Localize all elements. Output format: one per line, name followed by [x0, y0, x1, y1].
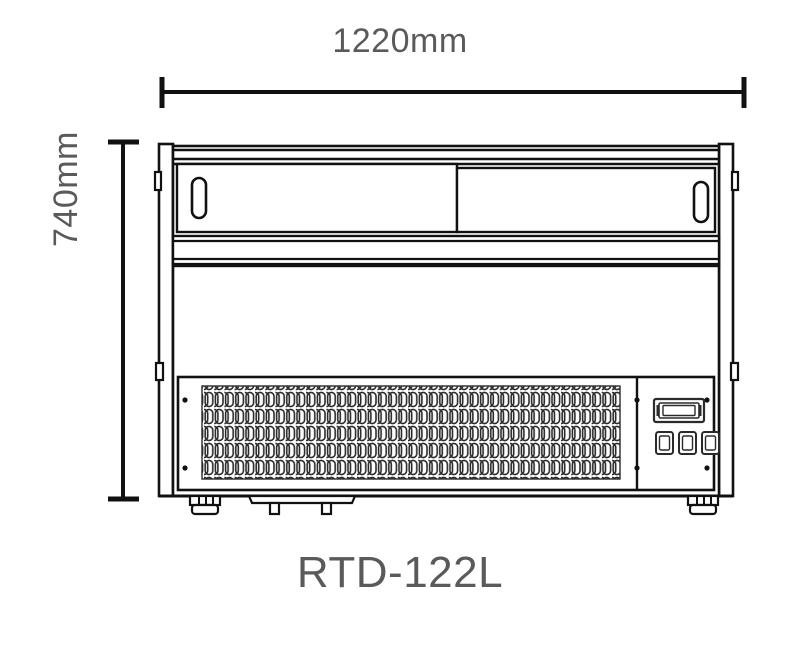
sliding-glass-section [175, 162, 717, 234]
width-dimension-label: 1220mm [332, 22, 468, 60]
glass-handle-right-icon[interactable] [692, 180, 710, 224]
width-dimension-line [159, 77, 747, 108]
sliding-glass-left[interactable] [175, 162, 459, 234]
mid-rail-band [171, 234, 721, 268]
sliding-glass-right[interactable] [455, 166, 717, 234]
control-panel[interactable] [652, 397, 720, 455]
frame-post-left [153, 142, 175, 498]
height-dimension-label: 740mm [47, 131, 85, 247]
drain-bracket [247, 494, 357, 516]
frame-post-right [717, 142, 740, 498]
model-name-label: RTD-122L [296, 548, 504, 597]
condenser-grille [201, 385, 621, 480]
glass-handle-left-icon[interactable] [190, 176, 208, 220]
controller-button-1[interactable] [655, 431, 674, 455]
cabinet-assembly [153, 142, 740, 516]
controller-display[interactable] [652, 397, 706, 424]
leveling-foot-right [686, 494, 720, 516]
controller-button-3[interactable] [701, 431, 720, 455]
height-dimension-line [108, 139, 139, 502]
controller-button-2[interactable] [678, 431, 697, 455]
leveling-foot-left [188, 494, 222, 516]
